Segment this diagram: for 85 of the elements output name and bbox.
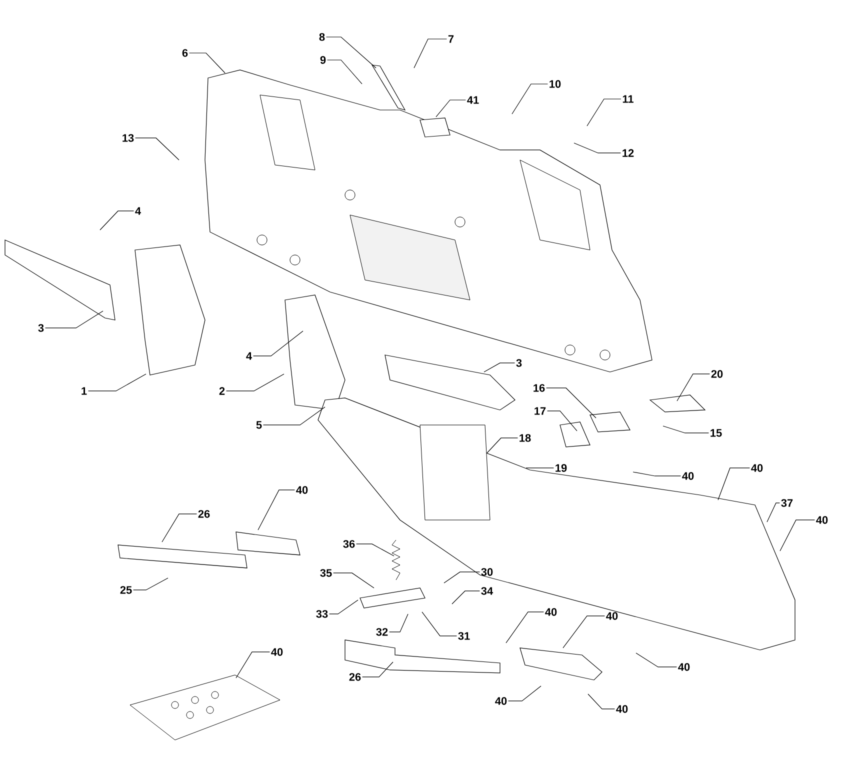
callout-number: 25	[120, 586, 132, 594]
callout-number: 40	[682, 472, 694, 480]
callout-number: 12	[622, 149, 634, 157]
leader-line	[326, 60, 362, 84]
leader-line	[329, 600, 358, 614]
leader-line	[766, 502, 780, 522]
callout-number: 13	[122, 134, 134, 142]
leader-line	[444, 572, 480, 584]
leader-line	[333, 572, 374, 588]
callout-number: 40	[678, 663, 690, 671]
leader-line	[258, 490, 296, 530]
leader-line	[188, 52, 226, 74]
callout-number: 2	[219, 387, 225, 395]
callout-number: 40	[816, 516, 828, 524]
callout-number: 1	[82, 387, 87, 395]
callout-number: 34	[481, 587, 494, 595]
callout-number: 41	[467, 96, 479, 104]
leader-line	[780, 520, 816, 552]
callout-number: 6	[182, 49, 188, 57]
callout-number: 16	[534, 384, 545, 392]
callout-number: 3	[516, 359, 522, 367]
leader-line	[262, 406, 326, 426]
callout-number: 26	[198, 510, 210, 518]
leader-line	[414, 38, 448, 68]
leader-line	[44, 310, 104, 328]
leader-line	[162, 514, 198, 542]
callout-number: 4	[246, 352, 252, 360]
callout-number: 40	[495, 697, 507, 705]
leader-line	[512, 84, 548, 114]
leader-line	[574, 142, 622, 154]
leader-line	[506, 612, 544, 644]
leader-line	[588, 694, 616, 710]
callout-number: 4	[135, 207, 141, 215]
leader-line	[389, 614, 408, 632]
leader-line	[632, 472, 682, 476]
leader-line	[252, 330, 304, 356]
callout-number: 40	[616, 705, 628, 713]
leader-line	[586, 98, 622, 126]
leader-line	[508, 686, 542, 702]
callout-number: 26	[349, 673, 361, 681]
callout-number: 40	[545, 608, 557, 616]
leader-line	[436, 100, 466, 118]
callout-number: 40	[751, 464, 763, 472]
callout-number: 5	[256, 421, 262, 429]
callout-number: 40	[271, 648, 283, 656]
callout-number: 20	[711, 370, 723, 378]
leader-line	[676, 374, 710, 402]
callout-number: 31	[458, 632, 470, 640]
callout-number: 18	[520, 434, 531, 442]
callout-number: 30	[481, 568, 493, 576]
callout-number: 15	[710, 429, 722, 437]
leader-line	[452, 590, 480, 604]
leader-line	[356, 544, 394, 556]
callout-number: 40	[296, 486, 308, 494]
callout-number: 10	[550, 80, 561, 88]
leader-line	[422, 612, 458, 636]
leader-line	[636, 652, 678, 668]
callout-number: 40	[606, 612, 618, 620]
callout-number: 3	[38, 324, 44, 332]
callout-number: 32	[376, 628, 388, 636]
callout-number: 36	[343, 540, 355, 548]
callout-number: 9	[320, 56, 326, 64]
leader-line	[362, 662, 394, 678]
leader-line	[133, 578, 168, 590]
leader-line	[484, 362, 516, 372]
leader-line	[547, 410, 578, 432]
leader-line	[236, 652, 270, 678]
callout-number: 37	[781, 499, 793, 507]
leader-line	[546, 388, 596, 418]
callout-number: 19	[556, 464, 567, 472]
leader-line	[662, 426, 710, 434]
callout-number: 33	[316, 610, 328, 618]
leader-line	[718, 468, 750, 500]
callout-number: 11	[622, 95, 634, 103]
leader-line	[486, 438, 518, 454]
leader-line	[226, 374, 284, 392]
callout-number: 7	[448, 35, 454, 43]
leader-line	[100, 210, 134, 230]
leader-line	[88, 374, 146, 392]
leader-line	[326, 36, 376, 68]
callout-number: 35	[320, 569, 332, 577]
leader-line	[135, 138, 180, 160]
callout-number: 8	[319, 33, 325, 41]
callout-number: 17	[534, 407, 546, 415]
leader-line	[562, 616, 606, 648]
